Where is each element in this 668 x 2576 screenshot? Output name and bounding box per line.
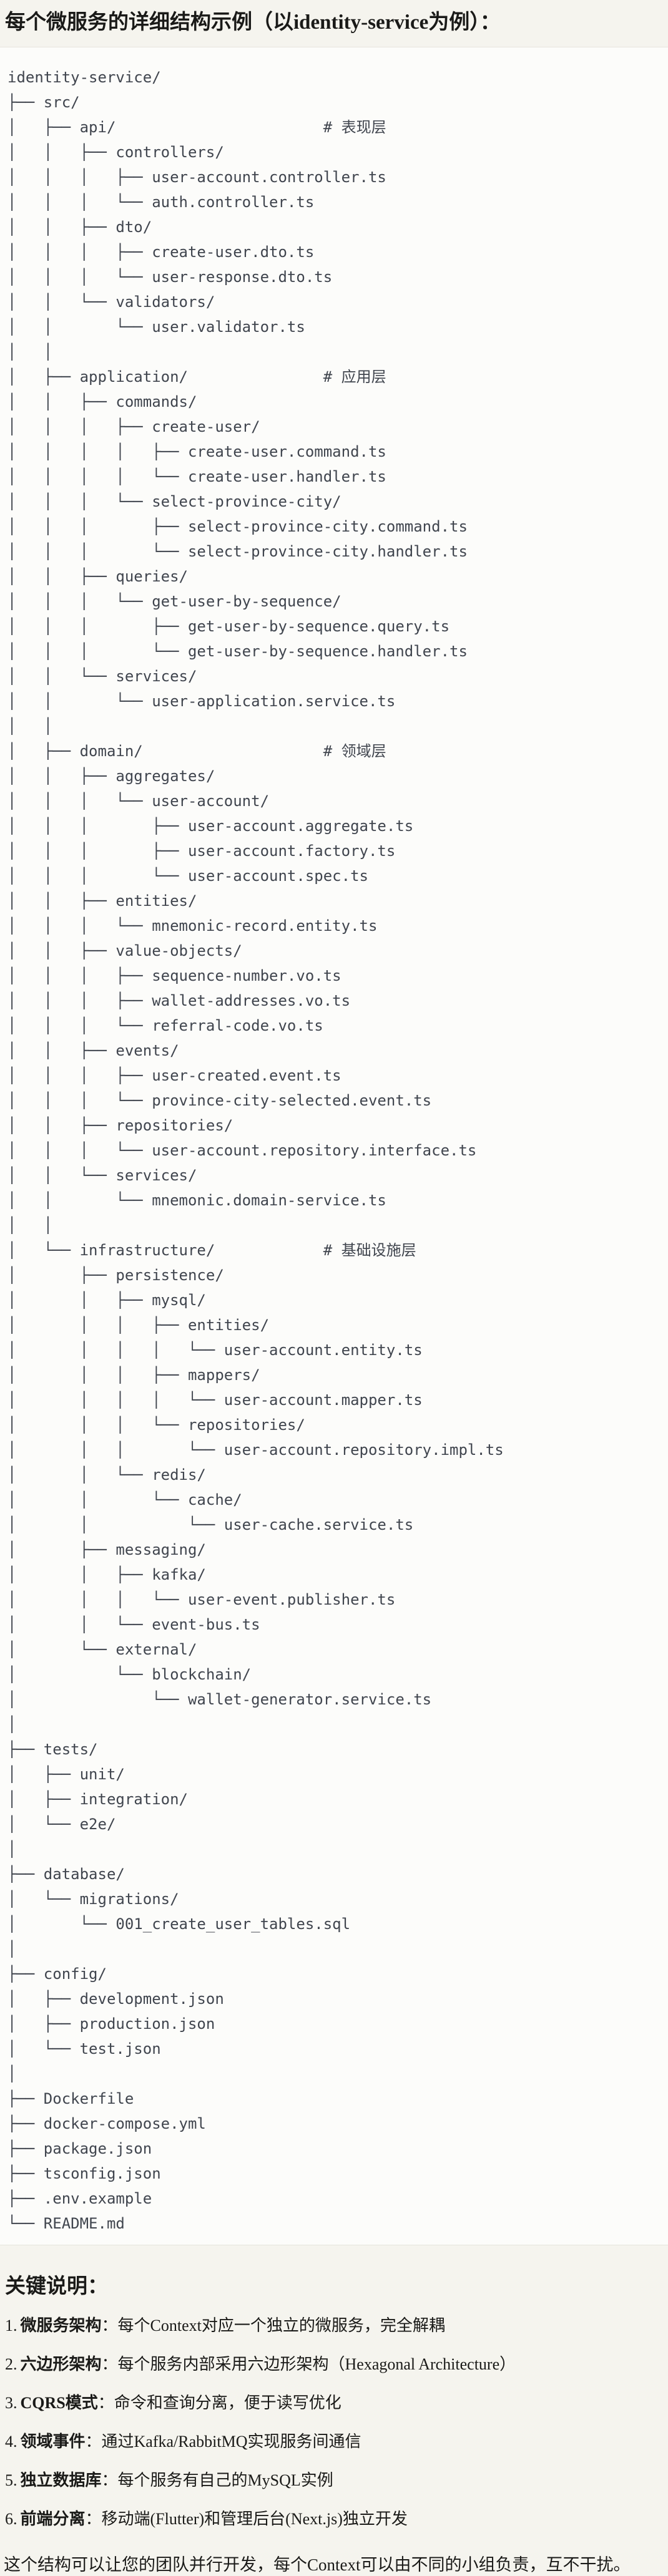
note-number: 2. xyxy=(5,2355,17,2373)
note-number: 3. xyxy=(5,2393,17,2412)
note-label: 前端分离 xyxy=(20,2509,86,2528)
note-text: ：通过Kafka/RabbitMQ实现服务间通信 xyxy=(85,2432,361,2451)
code-block: identity-service/ ├── src/ │ ├── api/ # … xyxy=(0,46,668,2245)
note-number: 6. xyxy=(5,2509,17,2528)
note-text: ：每个服务有自己的MySQL实例 xyxy=(101,2471,333,2489)
notes-list: 1.微服务架构：每个Context对应一个独立的微服务，完全解耦 2.六边形架构… xyxy=(0,2315,668,2530)
note-item-microservices: 1.微服务架构：每个Context对应一个独立的微服务，完全解耦 xyxy=(0,2315,668,2336)
note-label: 独立数据库 xyxy=(20,2471,102,2489)
note-number: 4. xyxy=(5,2432,17,2451)
note-number: 1. xyxy=(5,2316,17,2335)
notes-heading: 关键说明： xyxy=(5,2275,108,2298)
note-label: CQRS模式 xyxy=(20,2393,98,2412)
note-item-frontend-separation: 6.前端分离：移动端(Flutter)和管理后台(Next.js)独立开发 xyxy=(0,2509,668,2530)
page-title: 每个微服务的详细结构示例（以identity-service为例）： xyxy=(5,11,501,34)
note-item-independent-db: 5.独立数据库：每个服务有自己的MySQL实例 xyxy=(0,2470,668,2491)
directory-tree: identity-service/ ├── src/ │ ├── api/ # … xyxy=(7,68,504,2232)
note-number: 5. xyxy=(5,2471,17,2489)
note-text: ：移动端(Flutter)和管理后台(Next.js)独立开发 xyxy=(85,2509,408,2528)
note-text: ：每个服务内部采用六边形架构（Hexagonal Architecture） xyxy=(101,2355,516,2373)
note-text: ：命令和查询分离，便于读写优化 xyxy=(97,2393,341,2412)
note-item-hexagonal: 2.六边形架构：每个服务内部采用六边形架构（Hexagonal Architec… xyxy=(0,2354,668,2375)
note-label: 领域事件 xyxy=(20,2432,86,2451)
note-text: ：每个Context对应一个独立的微服务，完全解耦 xyxy=(101,2316,445,2335)
closing-paragraph: 这个结构可以让您的团队并行开发，每个Context可以由不同的小组负责，互不干扰… xyxy=(4,2555,631,2574)
note-item-cqrs: 3.CQRS模式：命令和查询分离，便于读写优化 xyxy=(0,2393,668,2414)
note-label: 微服务架构 xyxy=(20,2316,102,2335)
note-label: 六边形架构 xyxy=(20,2355,102,2373)
note-item-domain-events: 4.领域事件：通过Kafka/RabbitMQ实现服务间通信 xyxy=(0,2431,668,2452)
